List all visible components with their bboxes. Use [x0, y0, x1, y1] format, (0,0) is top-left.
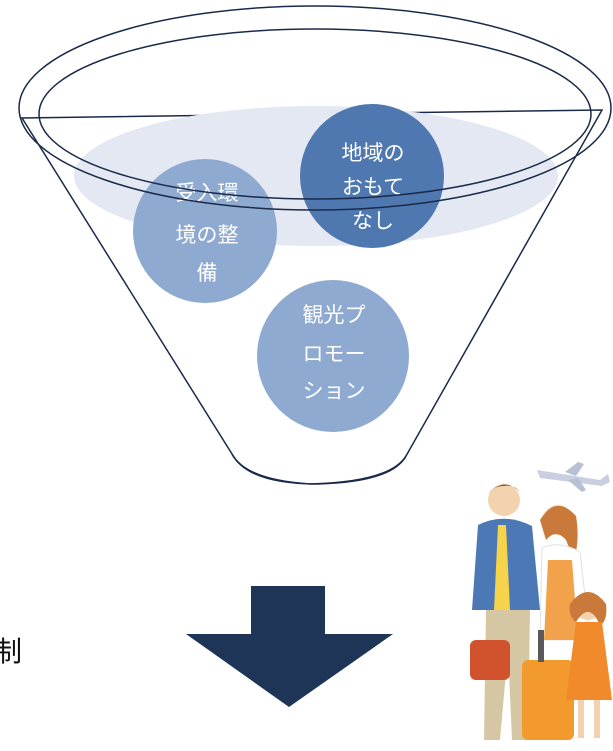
circle-accept-line-2: 境の整 [176, 223, 239, 247]
circle-promotion-line-3: ション [303, 379, 366, 403]
airplane-icon [537, 462, 610, 492]
funnel: 受入環 境の整 備 地域の おもて なし 観光プ ロモー ション [18, 5, 612, 485]
circle-hospitality-line-1: 地域の [342, 141, 405, 165]
travel-family-illustration [470, 462, 612, 740]
circle-hospitality-line-3: なし [352, 209, 394, 233]
circle-promotion [257, 280, 409, 432]
circle-accept-line-1: 受入環 [176, 181, 239, 205]
circle-promotion-line-2: ロモー [303, 342, 366, 366]
funnel-rim-inner [38, 28, 592, 200]
circle-promotion-label: 観光プ ロモー ション [303, 303, 366, 403]
edge-text: 制 [0, 635, 22, 668]
circle-accept-line-3: 備 [197, 261, 218, 285]
girl-figure [566, 592, 612, 738]
man-figure [470, 484, 540, 740]
funnel-rim-outer [18, 5, 612, 211]
funnel-bottom [231, 453, 407, 485]
circle-accept [133, 159, 277, 303]
down-arrow-icon [186, 586, 393, 707]
circle-promotion-line-1: 観光プ [303, 303, 366, 327]
circle-hospitality [300, 104, 444, 248]
circle-accept-label: 受入環 境の整 備 [176, 181, 239, 285]
